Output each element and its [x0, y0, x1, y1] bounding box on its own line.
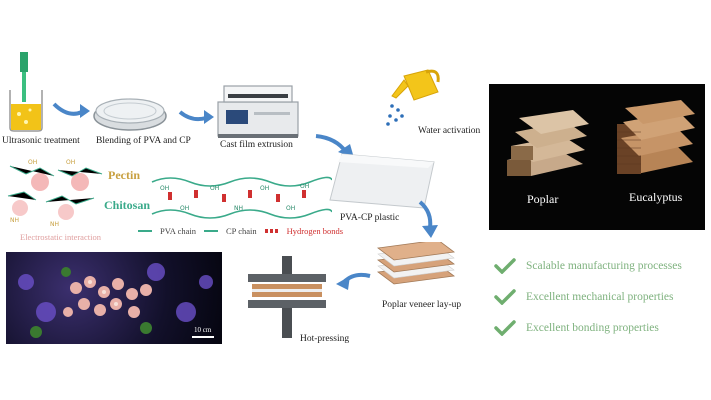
- svg-text:NH: NH: [234, 205, 243, 212]
- svg-text:OH: OH: [260, 185, 269, 192]
- hot-pressing-label: Hot-pressing: [300, 334, 350, 344]
- check-icon: [494, 289, 516, 305]
- pva-chain-legend-label: PVA chain: [160, 226, 196, 236]
- svg-text:OH: OH: [300, 183, 309, 190]
- water-activation-label: Water activation: [418, 126, 481, 136]
- benefit-label: Excellent mechanical properties: [526, 291, 674, 303]
- scale-bar-label: 10 cm: [194, 326, 212, 334]
- electrostatic-label: Electrostatic interaction: [20, 232, 101, 242]
- benefit-item: Excellent bonding properties: [494, 320, 659, 336]
- veneer-layup-icon: [376, 242, 456, 285]
- svg-text:OH: OH: [160, 185, 169, 192]
- ultrasonic-beaker-icon: [9, 52, 43, 132]
- flow-arrow-icon: [178, 110, 214, 124]
- watering-can-icon: [386, 69, 440, 126]
- pva-chain-swatch: [138, 230, 152, 232]
- ultrasonic-label: Ultrasonic treatment: [2, 136, 80, 146]
- benefit-item: Scalable manufacturing processes: [494, 258, 682, 274]
- extrusion-machine-icon: [217, 85, 299, 138]
- pectin-label: Pectin: [108, 168, 140, 182]
- svg-text:NH: NH: [10, 217, 19, 224]
- molecular-legend: PVA chain CP chain Hydrogen bonds: [138, 226, 343, 236]
- molecular-diagram: OH OH NH NH: [7, 159, 103, 228]
- poplar-photo-label: Poplar: [527, 192, 559, 206]
- flower-photo: 10 cm: [6, 252, 222, 344]
- cp-chain-swatch: [203, 230, 218, 232]
- check-icon: [494, 258, 516, 274]
- svg-text:NH: NH: [50, 221, 59, 228]
- hbond-swatch: [264, 229, 279, 233]
- benefit-label: Scalable manufacturing processes: [526, 260, 682, 272]
- flow-arrow-icon: [418, 200, 438, 238]
- benefit-item: Excellent mechanical properties: [494, 289, 674, 305]
- plywood-photo: Poplar Eucalyptus: [489, 84, 705, 230]
- svg-text:OH: OH: [210, 185, 219, 192]
- flow-arrow-icon: [52, 102, 90, 118]
- blending-label: Blending of PVA and CP: [96, 136, 191, 146]
- svg-text:OH: OH: [286, 205, 295, 212]
- svg-text:OH: OH: [180, 205, 189, 212]
- flow-arrow-icon: [336, 272, 371, 290]
- petri-dish-icon: [93, 98, 167, 131]
- cp-chain-legend-label: CP chain: [225, 226, 257, 236]
- check-icon: [494, 320, 516, 336]
- hbond-legend-label: Hydrogen bonds: [286, 226, 344, 236]
- benefit-label: Excellent bonding properties: [526, 322, 659, 334]
- hot-press-icon: [248, 256, 326, 338]
- eucalyptus-photo-label: Eucalyptus: [629, 190, 683, 204]
- hydrogen-bond-diagram: OH OH OH OH OH NH OH: [151, 176, 332, 219]
- plastic-label: PVA-CP plastic: [340, 213, 400, 223]
- svg-text:OH: OH: [66, 159, 75, 166]
- chitosan-label: Chitosan: [104, 198, 151, 212]
- svg-text:OH: OH: [28, 159, 37, 166]
- flower-photo-image: [18, 263, 214, 338]
- veneer-layup-label: Poplar veneer lay-up: [382, 300, 462, 310]
- plywood-photo-image: [507, 100, 695, 176]
- extrusion-label: Cast film extrusion: [220, 140, 293, 150]
